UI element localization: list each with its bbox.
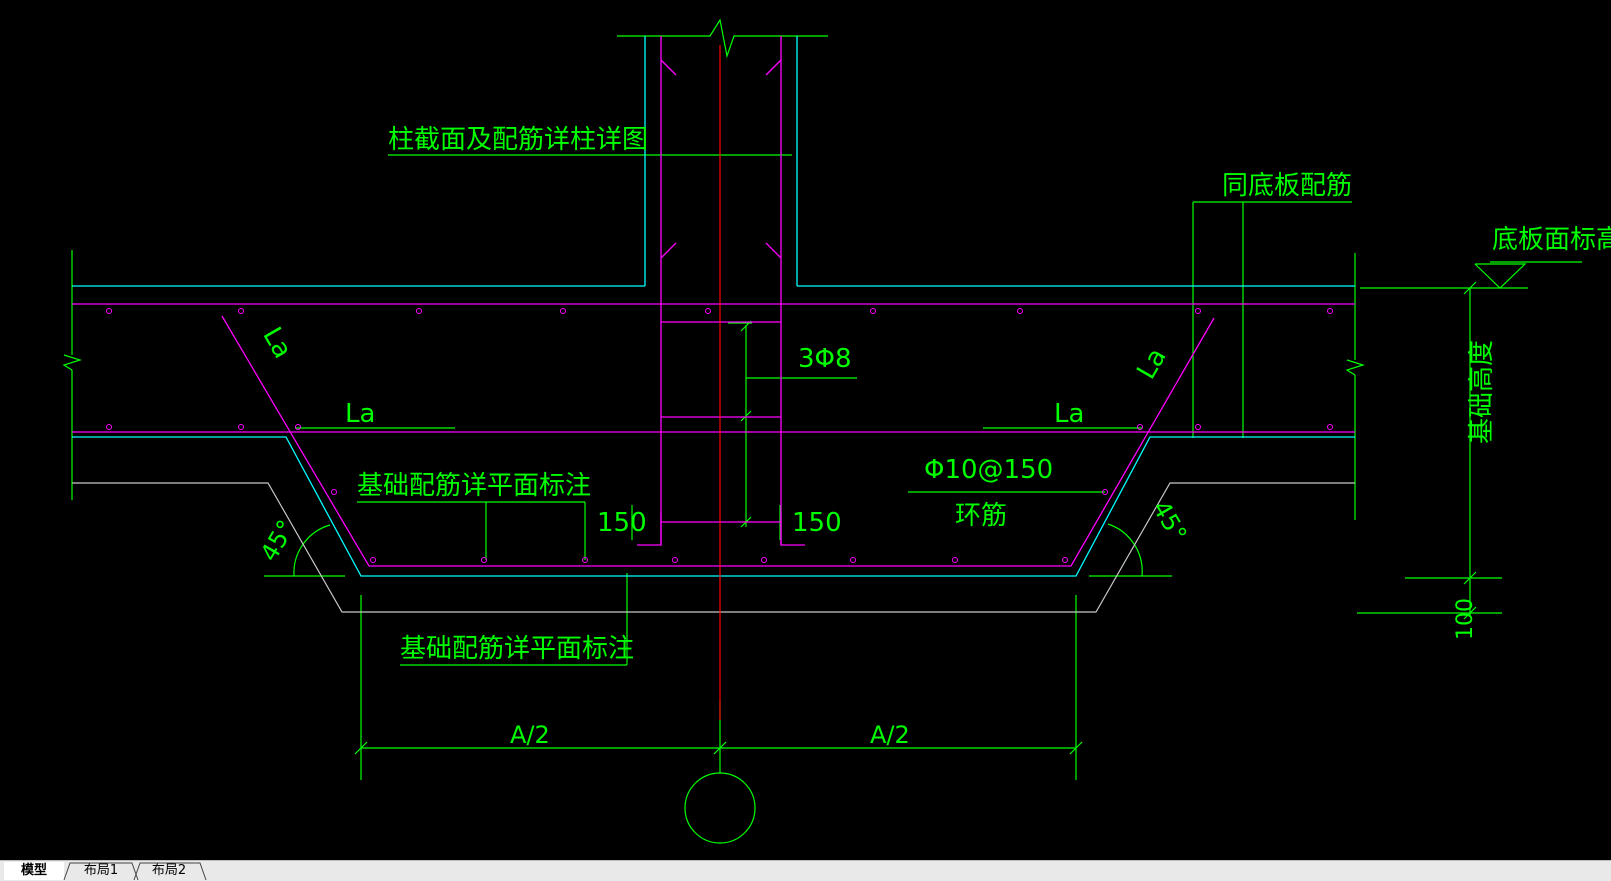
tab-model-label: 模型: [20, 863, 47, 878]
foundation-height-label: 基础高度: [1467, 340, 1497, 444]
layout-tab-bar: 模型 布局1 布局2: [0, 860, 1611, 881]
half-a-left-label: A/2: [510, 721, 550, 749]
dim-150-left-label: 150: [597, 508, 647, 538]
column-note-label: 柱截面及配筋详柱详图: [388, 125, 648, 155]
tab-separators: [63, 862, 207, 881]
half-a-right-label: A/2: [870, 721, 910, 749]
tab-model[interactable]: 模型: [4, 862, 64, 880]
green-lines: [62, 18, 1582, 844]
base-note-top-label: 基础配筋详平面标注: [357, 471, 591, 501]
stirrups-label: 3Φ8: [798, 344, 852, 374]
cyan-concrete-outline: [72, 36, 1355, 577]
tab-layout-2-label: 布局2: [151, 863, 187, 878]
magenta-rebar: [72, 36, 1355, 567]
la-horizontal-left-label: La: [345, 399, 375, 429]
gray-cushion-outline: [72, 482, 1355, 613]
la-horizontal-right-label: La: [1054, 399, 1084, 429]
dim-150-right-label: 150: [792, 508, 842, 538]
rebar-dots: [106, 308, 1333, 563]
ring-bar-spec-label: Φ10@150: [924, 455, 1053, 485]
cad-drawing-canvas[interactable]: 柱截面及配筋详柱详图 同底板配筋 底板面标高 3Φ8 La La La La 基…: [0, 0, 1611, 860]
drawing-background: [0, 0, 1611, 860]
tab-layout-2[interactable]: 布局2: [136, 862, 202, 880]
same-as-base-label: 同底板配筋: [1222, 171, 1352, 201]
base-note-bottom-label: 基础配筋详平面标注: [400, 634, 634, 664]
tab-layout-1[interactable]: 布局1: [68, 862, 134, 880]
cover-100-label: 100: [1453, 598, 1478, 640]
slab-top-elevation-label: 底板面标高: [1492, 225, 1611, 255]
ring-bar-label: 环筋: [955, 501, 1007, 531]
tab-layout-1-label: 布局1: [83, 863, 119, 878]
